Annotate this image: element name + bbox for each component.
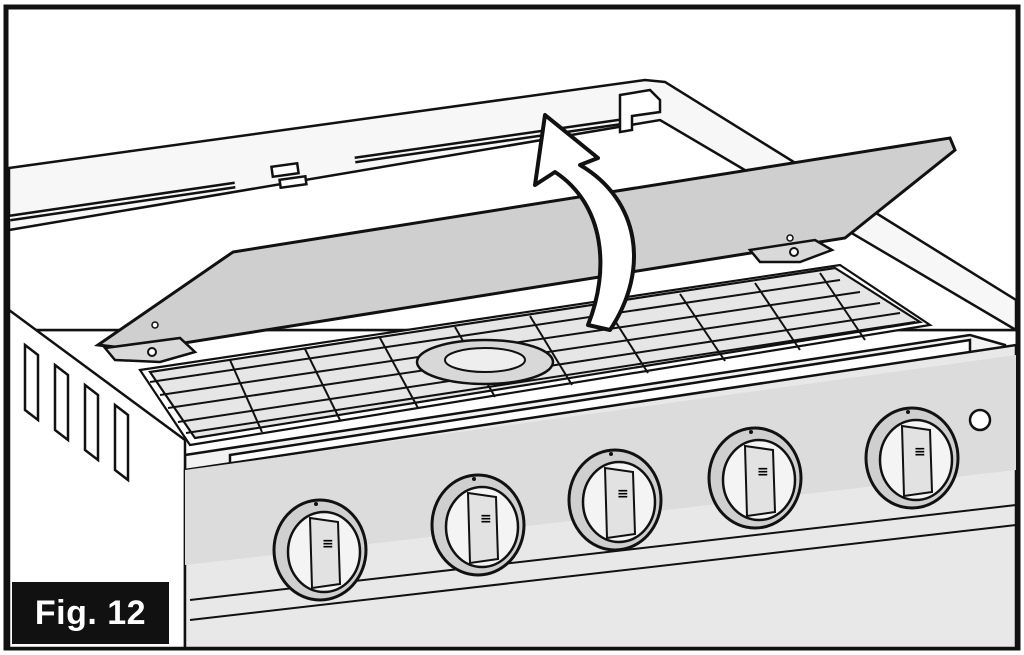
lift-arrow-icon xyxy=(533,113,636,332)
grate-bars xyxy=(149,272,916,434)
knob-marker: ≡ xyxy=(914,444,926,460)
knob-marker: ≡ xyxy=(322,536,334,552)
figure-label: Fig. 12 xyxy=(12,582,169,644)
control-knob[interactable]: ≡ xyxy=(567,448,663,552)
control-knob[interactable]: ≡ xyxy=(430,473,526,577)
knob-marker: ≡ xyxy=(757,464,769,480)
knob-marker: ≡ xyxy=(617,486,629,502)
control-knob[interactable]: ≡ xyxy=(707,426,803,530)
control-knob[interactable]: ≡ xyxy=(864,406,960,510)
control-knob[interactable]: ≡ xyxy=(272,498,368,602)
knob-group: ≡ ≡ ≡ ≡ ≡ xyxy=(272,406,960,602)
knob-marker: ≡ xyxy=(480,511,492,527)
indicator-light xyxy=(968,408,992,432)
